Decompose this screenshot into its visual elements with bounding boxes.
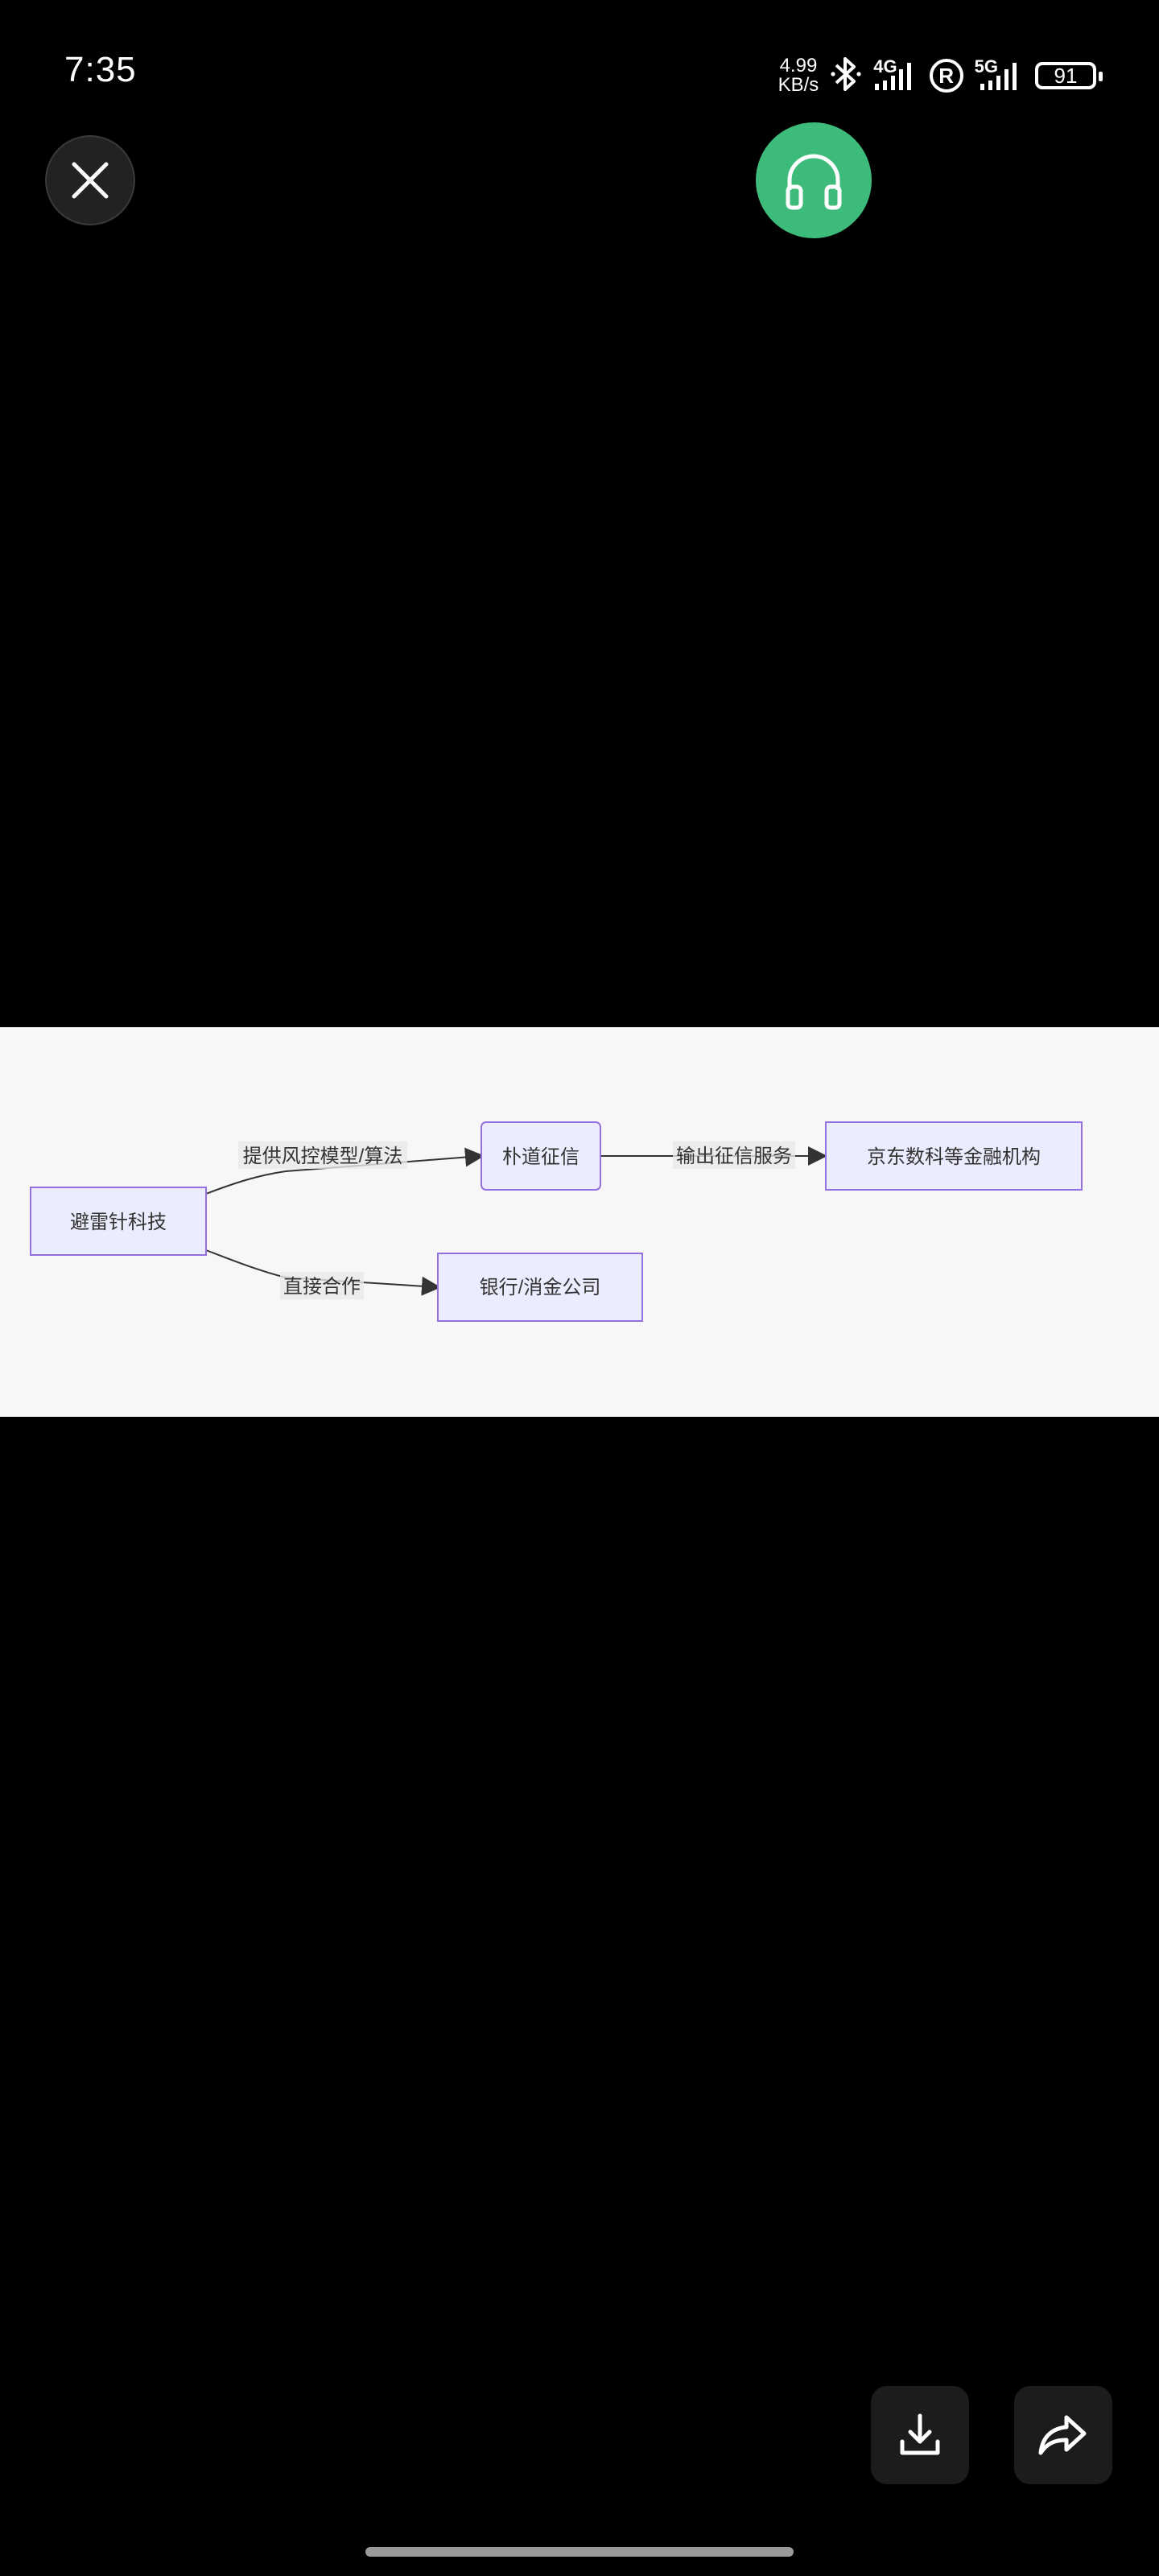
signal-bars-icon	[980, 63, 1017, 90]
audio-button[interactable]	[756, 122, 872, 238]
edge-credit-to-jd: 输出征信服务	[600, 1141, 827, 1169]
bluetooth-icon	[830, 54, 862, 97]
battery-indicator: 91	[1035, 62, 1103, 89]
close-icon	[72, 162, 109, 199]
node-label: 朴道征信	[502, 1146, 580, 1168]
node-label: 避雷针科技	[70, 1212, 167, 1233]
share-button[interactable]	[1014, 2386, 1112, 2484]
node-bank: 银行/消金公司	[437, 1253, 643, 1322]
network-speed: 4.99 KB/s	[778, 56, 819, 95]
status-time: 7:35	[64, 50, 137, 89]
node-jd: 京东数科等金融机构	[825, 1121, 1083, 1191]
roaming-badge: R	[929, 59, 963, 93]
signal-bars-icon	[874, 63, 911, 90]
network-type-4g: 4G	[873, 56, 897, 76]
status-icons: 4.99 KB/s 4G R 5G	[778, 53, 1103, 98]
home-indicator[interactable]	[365, 2547, 794, 2557]
edge-label: 输出征信服务	[676, 1146, 792, 1167]
network-speed-unit: KB/s	[777, 74, 819, 96]
edge-source-to-credit: 提供风控模型/算法	[205, 1141, 485, 1195]
edge-source-to-bank: 直接合作	[205, 1249, 441, 1299]
download-button[interactable]	[871, 2386, 969, 2484]
edge-label: 直接合作	[283, 1276, 361, 1298]
node-label: 银行/消金公司	[480, 1277, 601, 1298]
signal-4g: 4G	[873, 56, 918, 92]
share-icon	[1038, 2415, 1087, 2455]
diagram-image: 提供风控模型/算法 输出征信服务 直接合作 避雷针科技 朴道征信	[0, 1027, 1159, 1417]
edge-label: 提供风控模型/算法	[243, 1146, 403, 1167]
close-button[interactable]	[45, 135, 135, 225]
node-label: 京东数科等金融机构	[867, 1146, 1041, 1168]
flowchart: 提供风控模型/算法 输出征信服务 直接合作 避雷针科技 朴道征信	[30, 1121, 1083, 1322]
node-source: 避雷针科技	[30, 1187, 207, 1256]
download-icon	[900, 2413, 940, 2455]
network-type-5g: 5G	[974, 56, 998, 76]
signal-5g: 5G	[975, 56, 1024, 92]
node-credit: 朴道征信	[481, 1121, 601, 1191]
headphones-icon	[786, 154, 842, 210]
network-speed-value: 4.99	[779, 55, 818, 76]
